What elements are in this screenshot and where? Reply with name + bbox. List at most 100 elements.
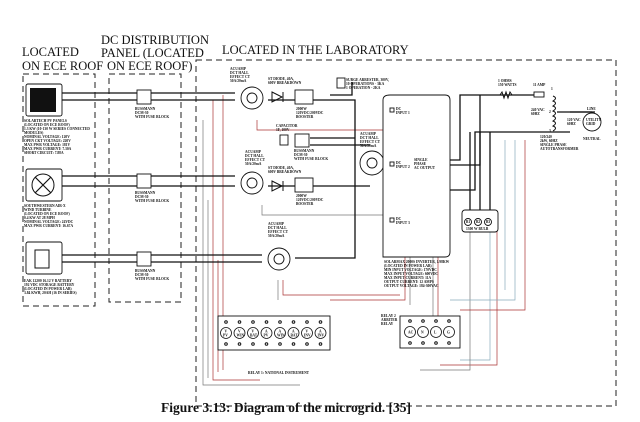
fuse-11a: 11 AMP	[533, 83, 546, 98]
relay-channel: V INV	[301, 320, 313, 346]
pv-specs: SOLARTECH PV PANELS(LOCATED ON ECE ROOF)…	[24, 119, 90, 155]
relay-channel: A WIN	[274, 320, 286, 346]
label-line: 1F, 100V	[276, 128, 290, 132]
diode-pv: ST DIODE, 40A,600V BREAKDOWN	[268, 77, 302, 103]
label-line: DC	[396, 217, 402, 221]
label-line: WITH FUSE BLOCK	[135, 115, 169, 119]
channel-type: V	[252, 330, 255, 334]
label-line: WITH FUSE BLOCK	[135, 277, 169, 281]
label-line: DCM-30	[135, 273, 149, 277]
lamp: B2	[476, 220, 480, 224]
label-line: MAX PWR CURRENT: 7.30A	[24, 147, 72, 151]
label-line: 2000W	[296, 194, 307, 198]
roof-region	[22, 73, 96, 307]
label-line: 150 WATTS	[498, 83, 517, 87]
channel-type: V	[225, 330, 228, 334]
label-line: BUSSMANN	[135, 107, 156, 111]
relay-channel: G	[443, 319, 455, 345]
label-line: MODULES)	[24, 131, 44, 135]
label-line: SURGE ARRESTER, 300V,	[346, 78, 389, 82]
label-line: RELAY 2	[381, 314, 396, 318]
diode-label: ST DIODE, 40A,600V BREAKDOWN	[268, 77, 302, 85]
label-line: MAX PWR CURRENT: 16.67A	[24, 224, 73, 228]
relay-channel: L	[430, 319, 442, 345]
channel-source: BAT	[250, 334, 258, 338]
channel-type: A	[279, 330, 282, 334]
label-line: PHASE	[414, 162, 427, 166]
label-line: DCM-30	[135, 111, 149, 115]
label-line: 120VDC/200VDC	[296, 198, 324, 202]
channel-label: AC	[408, 331, 414, 335]
surge-arrester: SURGE ARRESTER, 300V,10 OPERATIONS - 3KA…	[336, 77, 389, 90]
relay-channel: N	[417, 319, 429, 345]
relay-channel: V PV	[220, 320, 232, 346]
channel-source: INV	[318, 334, 325, 338]
tap: 1	[551, 87, 553, 91]
label-line: EFFECT CT	[268, 230, 289, 234]
label-line: ACUAMP	[268, 222, 285, 226]
header-dc-panel: DC DISTRIBUTION PANEL (LOCATED ON ECE RO…	[101, 33, 209, 73]
label-line: DC	[396, 107, 402, 111]
label-line: OUTPUT VOLTAGE: 184-300VAC	[384, 284, 439, 288]
bulb-load: B1 B2 B3 1300 W BULB	[461, 209, 499, 233]
label-line: BUSSMANN	[294, 149, 315, 153]
battery-icon	[34, 249, 50, 269]
label-line: UTILITY	[586, 118, 602, 122]
label-line: 240 VAC	[531, 108, 545, 112]
label-line: SOLARMAX 2000S INVERTER, 1.98KW	[384, 260, 450, 264]
lab-region	[195, 59, 617, 407]
relay-channel: V BAT	[247, 320, 259, 346]
tap: 2	[549, 110, 551, 114]
label-line: 2000W	[296, 107, 307, 111]
label-line: DCT HALL	[245, 154, 264, 158]
channel-type: A	[319, 330, 322, 334]
label-line: AC OUTPUT	[414, 166, 436, 170]
relay-channel: V WIN	[233, 320, 246, 346]
label-line: EFFECT CT	[230, 75, 251, 79]
channel-label: N	[421, 331, 424, 335]
relay-channel: A PV	[260, 320, 273, 346]
label-line: DCM-30	[135, 195, 149, 199]
channel-type: A	[265, 330, 268, 334]
label-line: INPUT 1	[396, 111, 410, 115]
label-line: 192 VDC STORAGE BATTERY	[24, 283, 75, 287]
channel-source: PV	[264, 334, 269, 338]
label-line: 3.84 KWH, 20AH (16 IN SERIES)	[24, 291, 77, 295]
label-line: 60HZ	[567, 122, 576, 126]
label-line: SOLARTECH PV PANELS	[24, 119, 67, 123]
channel-type: V	[238, 330, 241, 334]
fuse-label: 11 AMP	[533, 83, 546, 87]
line-label: LINE	[587, 107, 596, 111]
label-line: (LOCATED IN POWER LAB)	[24, 287, 72, 291]
channel-label: L	[434, 331, 437, 335]
label-line: OUTPUT CURRENT: 12 AMPS	[384, 280, 434, 284]
channel-source: BAT	[291, 334, 299, 338]
label-line: 2kW, 60HZ	[540, 139, 558, 143]
label-line: 1.3 KW (10-130 W SERIES CONNECTED	[24, 127, 90, 131]
channel-label: G	[447, 331, 450, 335]
label-line: (LOCATED ON ECE ROOF)	[24, 212, 71, 216]
label-line: ACUAMP	[230, 67, 247, 71]
